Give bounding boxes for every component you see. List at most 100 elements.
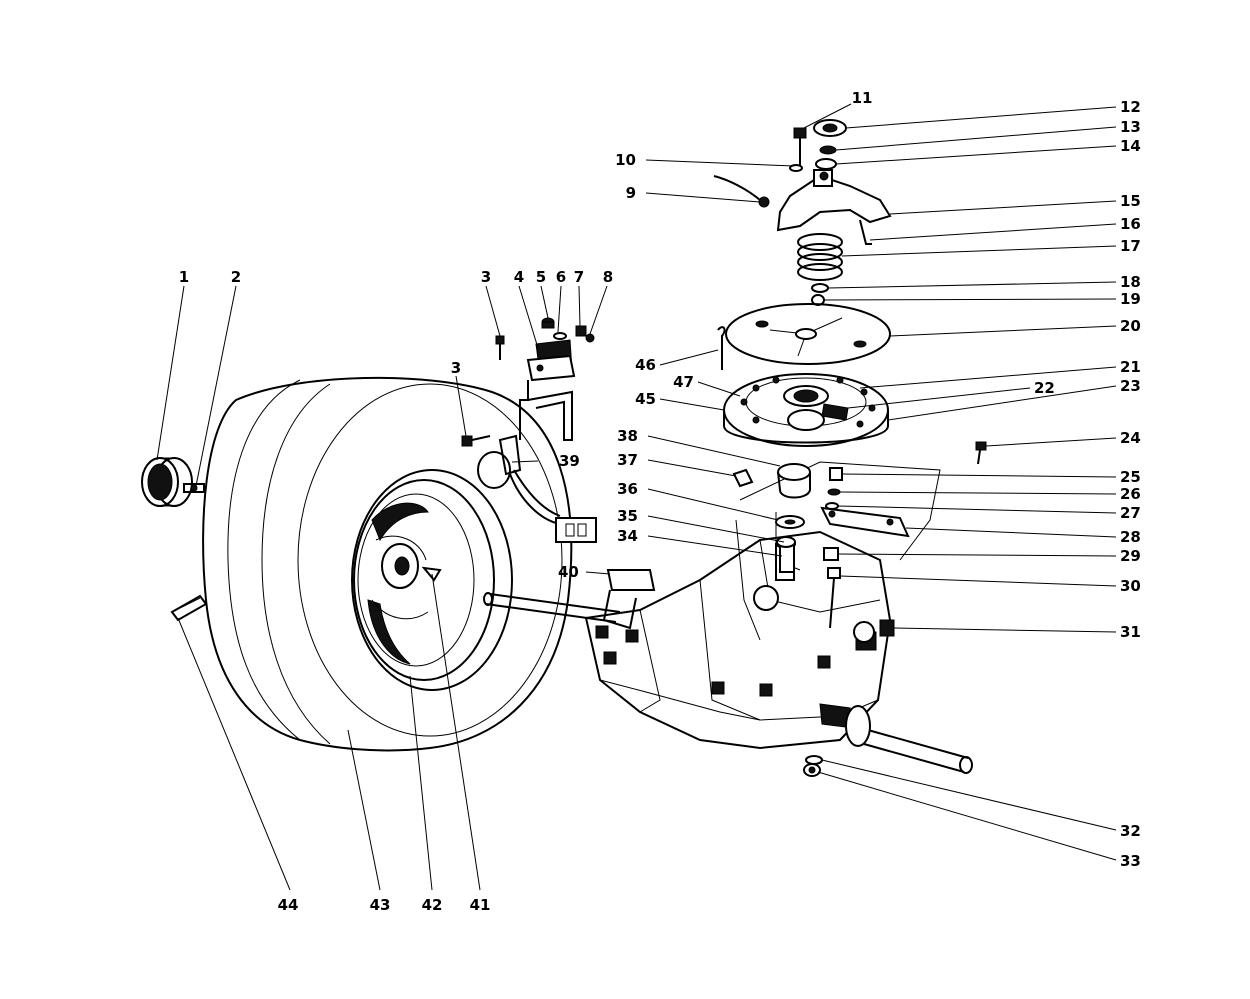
- callout-2: 2: [231, 268, 241, 286]
- part-37-key: [732, 468, 754, 488]
- callout-42: 42: [422, 896, 443, 914]
- leader-16: [869, 223, 1117, 241]
- part-39-harness: [477, 434, 597, 543]
- leader-3b: [455, 375, 467, 437]
- callout-12: 12: [1120, 98, 1141, 116]
- callout-10: 10: [615, 151, 636, 169]
- leader-34: [647, 535, 783, 557]
- leader-33: [817, 771, 1117, 861]
- callout-17: 17: [1120, 237, 1141, 255]
- callout-34: 34: [617, 527, 638, 545]
- part-16-tab: [859, 219, 872, 245]
- leader-45: [659, 398, 725, 411]
- part-43-tire: [202, 376, 573, 752]
- part-30-bolt: [827, 567, 841, 629]
- callout-19: 19: [1120, 290, 1141, 308]
- callout-33: 33: [1120, 852, 1141, 870]
- part-28-plate: [820, 506, 910, 538]
- part-45-pulley: [723, 373, 889, 447]
- part-38-bushing: [777, 463, 811, 499]
- callout-40: 40: [558, 563, 579, 581]
- callout-7: 7: [574, 268, 584, 286]
- leader-4: [518, 285, 539, 349]
- leader-42: [409, 675, 433, 891]
- leader-23: [887, 385, 1117, 421]
- callout-36: 36: [617, 480, 638, 498]
- callout-20: 20: [1120, 317, 1141, 335]
- part-29-bolt: [823, 547, 839, 561]
- part-3-screw-upper: [495, 335, 505, 360]
- leader-36: [647, 488, 779, 521]
- part-40-bracket: [602, 569, 656, 630]
- callout-18: 18: [1120, 273, 1141, 291]
- leader-32: [821, 759, 1117, 831]
- leader-10: [645, 159, 795, 167]
- leader-29: [837, 553, 1117, 557]
- leader-5: [540, 285, 549, 319]
- callout-30: 30: [1120, 577, 1141, 595]
- callout-8: 8: [603, 268, 613, 286]
- part-9-cable: [713, 175, 770, 208]
- part-41-hub: [381, 543, 442, 589]
- leader-17: [841, 245, 1117, 257]
- leader-46: [659, 349, 719, 366]
- callout-11: 11: [852, 89, 873, 107]
- leader-37: [647, 459, 737, 477]
- part-2-pin: [183, 483, 205, 493]
- leader-19: [823, 298, 1117, 301]
- part-5-nut: [541, 317, 555, 329]
- leader-41: [431, 573, 481, 891]
- leader-14: [835, 145, 1117, 165]
- leader-25: [841, 473, 1117, 478]
- part-25-bolt: [829, 467, 843, 481]
- part-18-clip: [811, 283, 829, 293]
- leader-3a: [485, 285, 501, 337]
- callout-37: 37: [617, 451, 638, 469]
- part-12-cap: [813, 119, 847, 137]
- leader-26: [839, 491, 1117, 495]
- callout-3-upper: 3: [481, 268, 491, 286]
- part-20-plate: [725, 303, 891, 365]
- callout-5: 5: [536, 268, 546, 286]
- callout-39: 39: [559, 452, 580, 470]
- leader-2: [195, 285, 237, 487]
- callout-4: 4: [514, 268, 524, 286]
- callout-leader-lines: [156, 103, 1117, 891]
- part-6-washer: [553, 332, 567, 340]
- axle-shaft: [483, 592, 973, 774]
- callout-27: 27: [1120, 504, 1141, 522]
- part-14-bearing: [815, 158, 837, 170]
- leader-21: [859, 366, 1117, 389]
- part-44-valve-stem: [170, 594, 208, 622]
- callout-26: 26: [1120, 485, 1141, 503]
- callout-44: 44: [278, 896, 299, 914]
- callout-21: 21: [1120, 358, 1141, 376]
- part-26-washer: [827, 488, 841, 496]
- part-31-lever: [879, 619, 895, 637]
- leader-6: [557, 285, 562, 333]
- callout-41: 41: [470, 896, 491, 914]
- leader-7: [578, 285, 581, 327]
- part-46-pin: [717, 326, 726, 370]
- part-11-bolt: [793, 127, 807, 166]
- part-24-bolt: [975, 441, 987, 465]
- callout-28: 28: [1120, 528, 1141, 546]
- callout-6: 6: [556, 268, 566, 286]
- leader-1: [156, 285, 185, 461]
- callout-47: 47: [673, 373, 694, 391]
- leader-13: [835, 126, 1117, 151]
- part-8-screw: [585, 333, 595, 343]
- callout-24: 24: [1120, 429, 1141, 447]
- leader-8: [589, 285, 608, 335]
- leader-31: [893, 627, 1117, 633]
- callout-45: 45: [635, 390, 656, 408]
- part-32-washer: [805, 755, 823, 765]
- leader-15: [889, 200, 1117, 215]
- callout-31: 31: [1120, 623, 1141, 641]
- leader-43: [347, 729, 381, 891]
- leader-20: [889, 325, 1117, 337]
- part-35-collar: [776, 536, 796, 548]
- callout-32: 32: [1120, 822, 1141, 840]
- part-7-nut: [575, 325, 587, 337]
